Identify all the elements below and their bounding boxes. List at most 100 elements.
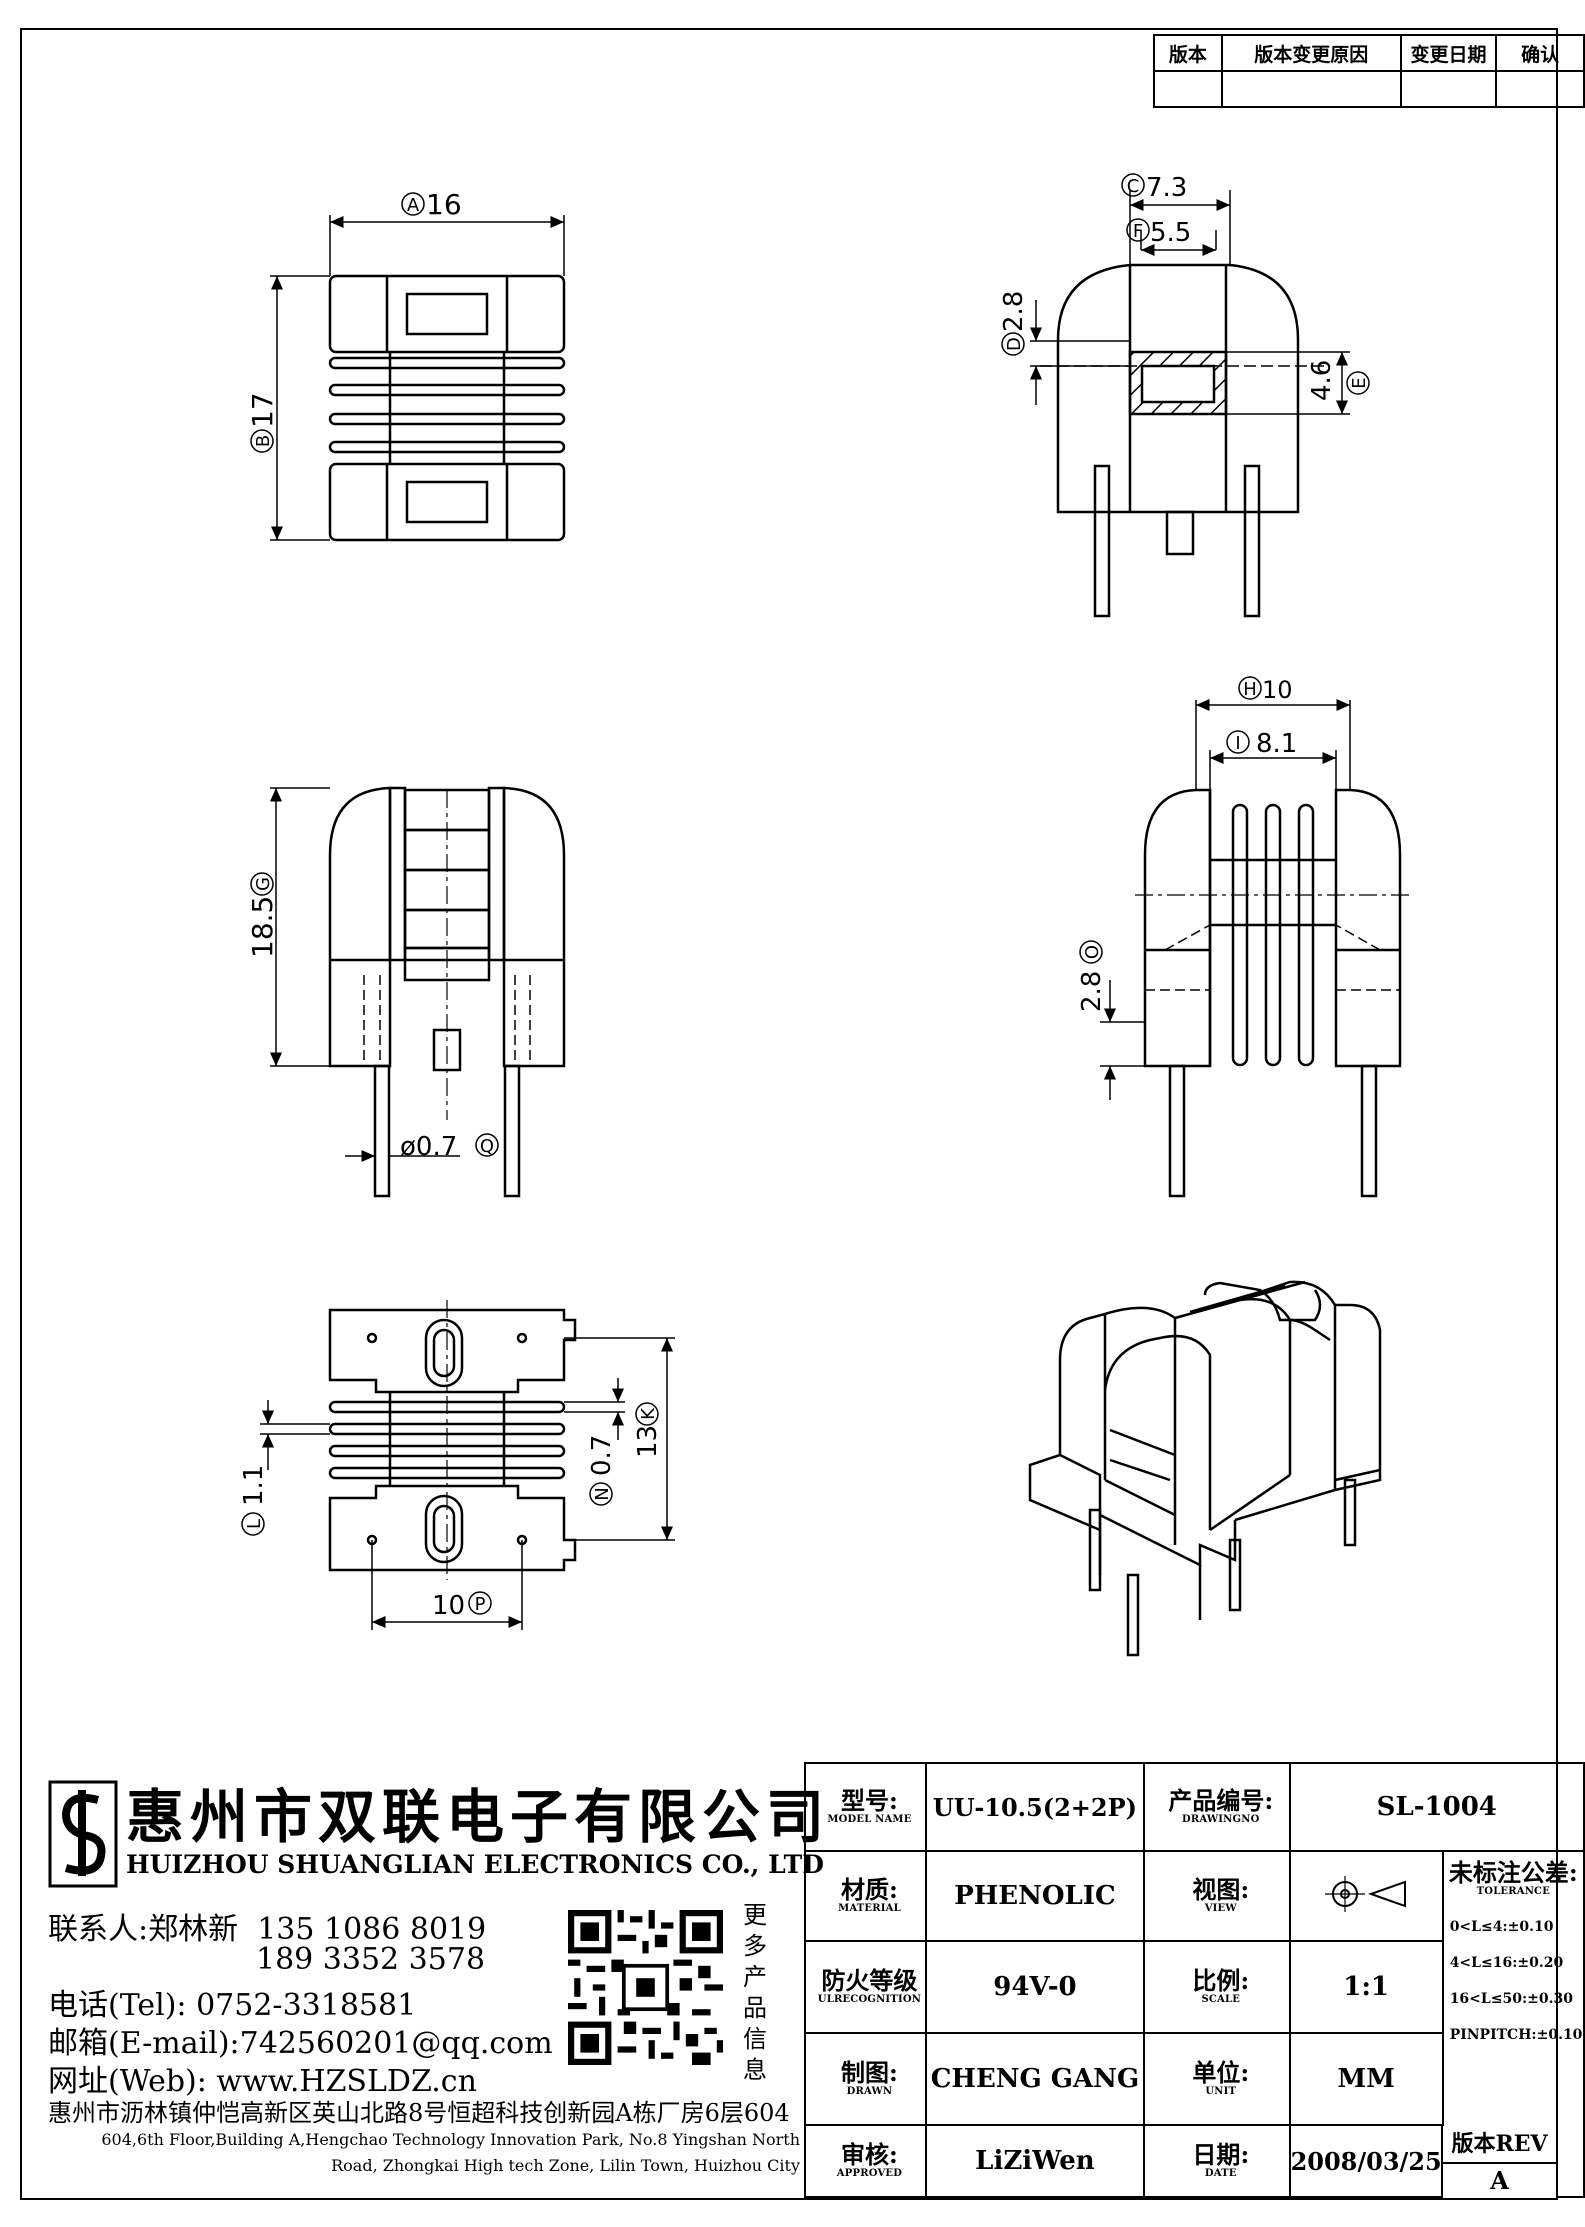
svg-text:4.6: 4.6	[1307, 360, 1337, 401]
dim-E: 4.6 E	[1307, 360, 1370, 401]
qr-code	[568, 1910, 723, 2065]
address-en-line1: 604,6th Floor,Building A,Hengchao Techno…	[101, 2130, 800, 2149]
svg-text:B: B	[253, 435, 274, 447]
dim-O: 2.8 O	[1077, 940, 1107, 1012]
address-cn: 惠州市沥林镇仲恺高新区英山北路8号恒超科技创新园A栋厂房6层604	[48, 2099, 790, 2127]
telephone: 电话(Tel): 0752-3318581	[48, 1988, 417, 2023]
svg-text:7.3: 7.3	[1146, 173, 1187, 203]
rev-label: 版本REV	[1443, 2126, 1556, 2164]
dim-I: I 8.1	[1226, 729, 1297, 759]
view-middle-right	[1100, 699, 1410, 1198]
material-label: 材质:MATERIAL	[804, 1850, 927, 1942]
unit-label: 单位:UNIT	[1142, 2032, 1291, 2126]
model-value: UU-10.5(2+2P)	[924, 1762, 1145, 1852]
svg-text:2.8: 2.8	[999, 291, 1029, 332]
dim-K: 13 K	[633, 1402, 663, 1458]
tolerance-range-1: 0<L≤4:±0.10	[1449, 1919, 1554, 1935]
tolerance-range-3: 16<L≤50:±0.30	[1449, 1991, 1573, 2007]
svg-text:N: N	[592, 1487, 613, 1500]
projection-symbol	[1288, 1850, 1444, 1942]
first-angle-projection-icon	[1325, 1876, 1407, 1912]
drawn-label: 制图:DRAWN	[804, 2032, 927, 2126]
tolerance-pinpitch: PINPITCH:±0.10	[1449, 2027, 1583, 2043]
svg-text:G: G	[253, 877, 274, 891]
svg-text:H: H	[1243, 679, 1257, 700]
scale-value: 1:1	[1288, 1940, 1444, 2034]
svg-text:1.1: 1.1	[239, 1465, 269, 1506]
svg-text:13: 13	[633, 1425, 663, 1458]
svg-text:5.5: 5.5	[1150, 218, 1191, 248]
view-middle-left	[270, 786, 566, 1198]
svg-text:8.1: 8.1	[1256, 729, 1297, 759]
rev-cell	[1153, 70, 1223, 108]
svg-text:O: O	[1082, 945, 1103, 959]
view-bottom-left	[260, 1300, 675, 1630]
title-block: 型号:MODEL NAME UU-10.5(2+2P) 产品编号:DRAWING…	[804, 1762, 1585, 2198]
view-top-left	[270, 215, 566, 542]
drawingno-label: 产品编号:DRAWINGNO	[1142, 1762, 1291, 1852]
address-en-line2: Road, Zhongkai High tech Zone, Lilin Tow…	[331, 2156, 800, 2175]
svg-text:17: 17	[246, 392, 279, 428]
svg-text:C: C	[1127, 176, 1140, 197]
dim-D: D 2.8	[999, 291, 1029, 356]
sheet-border	[20, 28, 1558, 2200]
website: 网址(Web): www.HZSLDZ.cn	[48, 2064, 477, 2099]
contact-person: 联系人:郑林新 135 1086 8019	[48, 1904, 486, 1948]
phone-1: 135 1086 8019	[257, 1912, 487, 1947]
phone-2: 189 3352 3578	[256, 1942, 486, 1977]
approved-label: 审核:APPROVED	[804, 2124, 927, 2198]
view-isometric	[1028, 1280, 1382, 1657]
svg-text:ø0.7: ø0.7	[400, 1132, 457, 1162]
rev-header-date: 变更日期	[1399, 34, 1498, 72]
rev-header-version: 版本	[1153, 34, 1223, 72]
svg-text:I: I	[1235, 733, 1240, 754]
dim-B: B 17	[246, 392, 279, 453]
contact-label: 联系人:	[48, 1912, 149, 1947]
drawingno-value: SL-1004	[1288, 1762, 1585, 1852]
date-value: 2008/03/25	[1288, 2124, 1444, 2198]
approved-value: LiZiWen	[924, 2124, 1145, 2198]
svg-text:D: D	[1004, 337, 1025, 351]
more-info-vertical: 更多产品信息	[743, 1901, 767, 2084]
contact-name: 郑林新	[148, 1912, 239, 1947]
dim-P: 10 P	[432, 1591, 492, 1621]
rev-cell	[1399, 70, 1498, 108]
material-value: PHENOLIC	[924, 1850, 1145, 1942]
rev-cell-block: 版本REV A	[1441, 2126, 1556, 2198]
drawn-value: CHENG GANG	[924, 2032, 1145, 2126]
svg-text:E: E	[1349, 377, 1370, 388]
company-logo	[48, 1780, 118, 1888]
svg-text:K: K	[638, 1407, 659, 1420]
scale-label: 比例:SCALE	[1142, 1940, 1291, 2034]
svg-text:A: A	[407, 195, 420, 216]
svg-text:18.5: 18.5	[246, 896, 279, 958]
svg-text:10: 10	[432, 1591, 465, 1621]
rev-cell	[1220, 70, 1402, 108]
svg-text:2.8: 2.8	[1077, 971, 1107, 1012]
svg-text:Q: Q	[480, 1136, 494, 1157]
dim-N: N 0.7	[587, 1435, 617, 1506]
svg-text:P: P	[475, 1594, 486, 1615]
rev-cell	[1495, 70, 1585, 108]
tolerance-range-2: 4<L≤16:±0.20	[1449, 1955, 1564, 1971]
rev-header-confirm: 确认	[1495, 34, 1585, 72]
rev-header-reason: 版本变更原因	[1220, 34, 1402, 72]
technical-drawing: A 16 B 17	[239, 173, 1410, 1657]
svg-text:16: 16	[426, 188, 462, 221]
dim-H: H 10	[1238, 676, 1293, 704]
tolerance-label: 未标注公差:TOLERANCE	[1448, 1858, 1578, 1898]
dim-Q: ø0.7 Q	[400, 1132, 499, 1162]
revision-table: 版本 版本变更原因 变更日期 确认	[1153, 34, 1585, 108]
email: 邮箱(E-mail):742560201@qq.com	[48, 2026, 553, 2061]
date-label: 日期:DATE	[1142, 2124, 1291, 2198]
dim-A: A 16	[401, 188, 462, 221]
dim-G: 18.5 G	[246, 872, 279, 958]
dim-F: F 5.5	[1126, 218, 1191, 248]
svg-text:10: 10	[1262, 676, 1293, 704]
svg-text:0.7: 0.7	[587, 1435, 617, 1476]
flame-value: 94V-0	[924, 1940, 1145, 2034]
company-name-en: HUIZHOU SHUANGLIAN ELECTRONICS CO., LTD	[126, 1850, 824, 1879]
unit-value: MM	[1288, 2032, 1444, 2126]
svg-text:L: L	[244, 1519, 265, 1529]
